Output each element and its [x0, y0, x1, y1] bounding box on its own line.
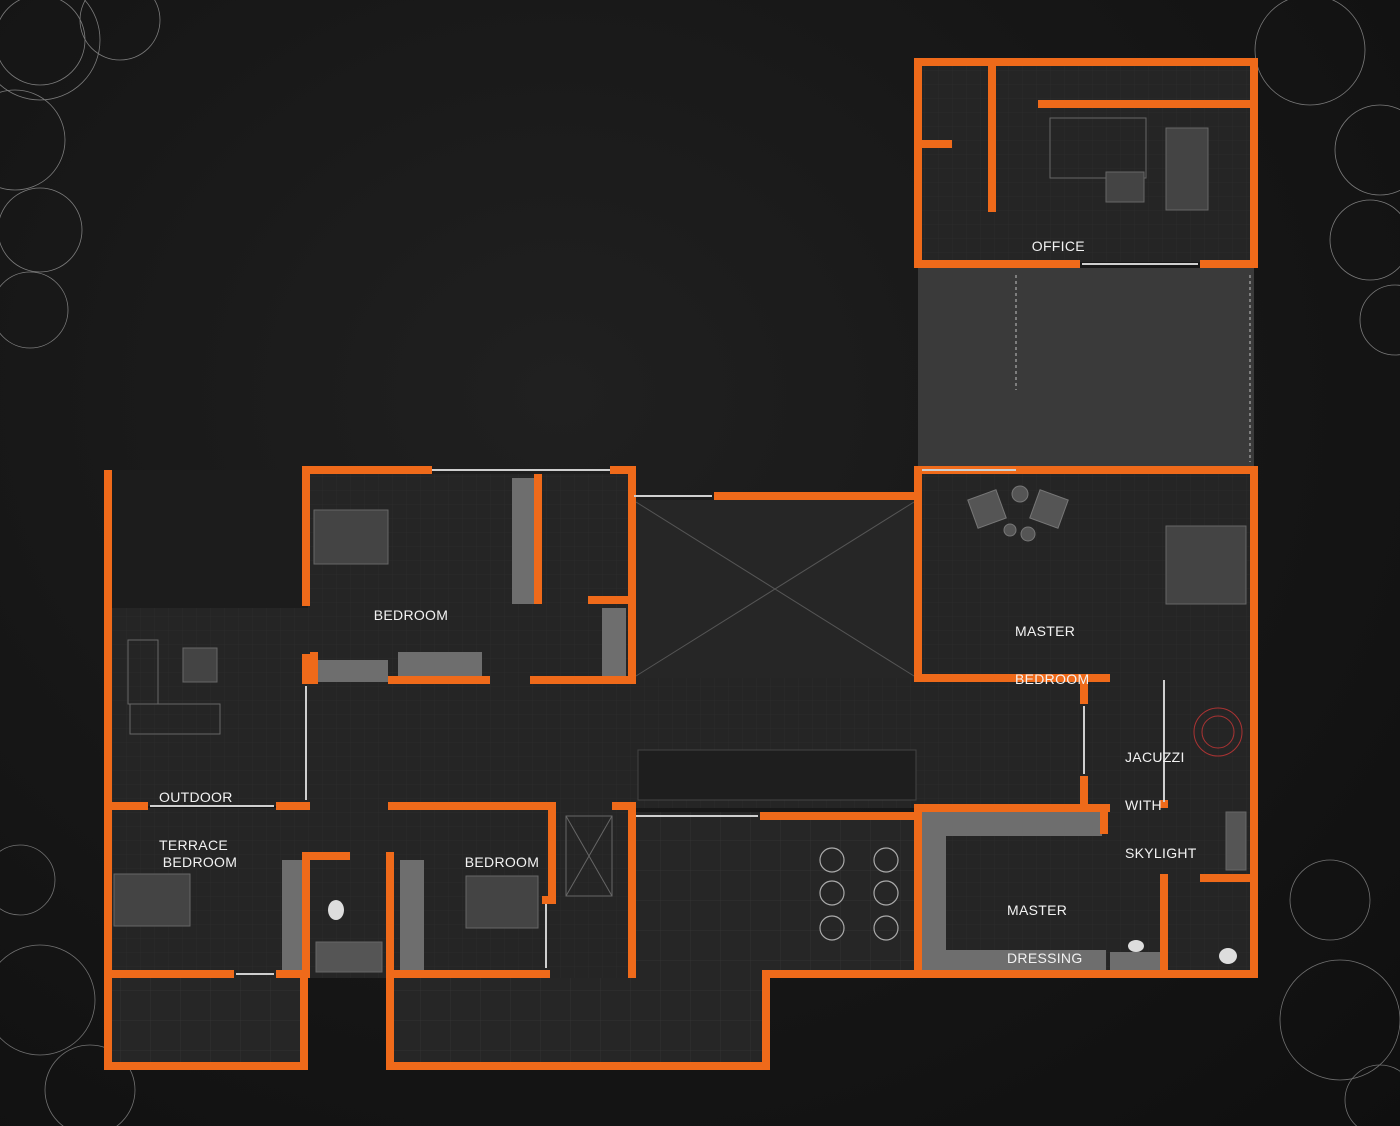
room-label-master-bedroom: MASTER BEDROOM: [1015, 591, 1089, 719]
tree-decoration-bottom-left: [0, 844, 136, 1126]
shower-cross: [565, 815, 613, 897]
atrium-skylight-lines: [635, 501, 915, 677]
room-label-outdoor-terrace: OUTDOOR TERRACE: [159, 757, 233, 885]
master-dressing-label-line-2: DRESSING: [1007, 950, 1083, 966]
master-bedroom-label-line-1: MASTER: [1015, 623, 1076, 639]
jacuzzi-label-line-1: JACUZZI: [1125, 749, 1185, 765]
floor-areas: [108, 64, 1254, 1066]
outdoor-terrace-label-line-1: OUTDOOR: [159, 789, 233, 805]
jacuzzi-floor: [1108, 678, 1252, 808]
bed-mid: [465, 875, 539, 929]
room-label-bedroom-mid: BEDROOM: [448, 838, 539, 886]
bed-master: [1165, 525, 1247, 605]
walls: [104, 58, 1258, 1070]
bedroom-left-label-line-1: BEDROOM: [162, 854, 238, 870]
cooktop-burners: [819, 847, 899, 941]
tub: [315, 941, 383, 973]
jacuzzi-label-line-3: SKYLIGHT: [1125, 845, 1197, 861]
tree-decoration-top-right: [1254, 0, 1400, 356]
bedroom-mid-label-line-1: BEDROOM: [464, 854, 540, 870]
courtyard: [918, 268, 1254, 468]
bedroom-top-label-line-1: BEDROOM: [373, 607, 449, 623]
tree-decoration-bottom-right: [1279, 859, 1400, 1126]
room-label-jacuzzi: JACUZZI WITH SKYLIGHT: [1125, 717, 1197, 893]
tree-decoration-top-left: [0, 0, 161, 349]
sofa-office: [1049, 117, 1147, 179]
kitchen-floor: [628, 812, 916, 978]
terrace-floor: [108, 608, 308, 806]
furniture: [113, 117, 1247, 973]
desk-office: [1165, 127, 1209, 211]
office-label-line-1: OFFICE: [1031, 238, 1085, 254]
courtyard-railings: [1015, 275, 1251, 462]
master-bedroom-label-line-2: BEDROOM: [1015, 671, 1090, 687]
vanity: [1225, 811, 1247, 871]
outdoor-terrace-label-line-2: TERRACE: [159, 837, 228, 853]
windows: [150, 263, 1198, 975]
deck-mid: [390, 978, 764, 1064]
bedroom-top-floor: [308, 474, 634, 684]
room-label-office: OFFICE: [1015, 222, 1085, 270]
master-dressing-label-line-1: MASTER: [1007, 902, 1068, 918]
bed-top: [313, 509, 389, 565]
table-office: [1105, 171, 1145, 203]
room-label-bedroom-left: BEDROOM: [146, 838, 237, 886]
room-label-master-dressing: MASTER DRESSING: [1007, 870, 1083, 998]
jacuzzi-label-line-2: WITH: [1125, 797, 1162, 813]
deck-left: [108, 978, 304, 1066]
room-label-bedroom-top: BEDROOM: [357, 591, 448, 639]
shower: [565, 815, 613, 897]
table-terrace: [182, 647, 218, 683]
kitchen-island: [637, 749, 917, 801]
toilets: [328, 900, 1237, 964]
lounger-terrace: [129, 703, 221, 735]
bed-left: [113, 873, 191, 927]
lounge-chairs: [967, 485, 1069, 542]
open-yard: [108, 470, 308, 608]
jacuzzi-tub: [1193, 707, 1243, 757]
